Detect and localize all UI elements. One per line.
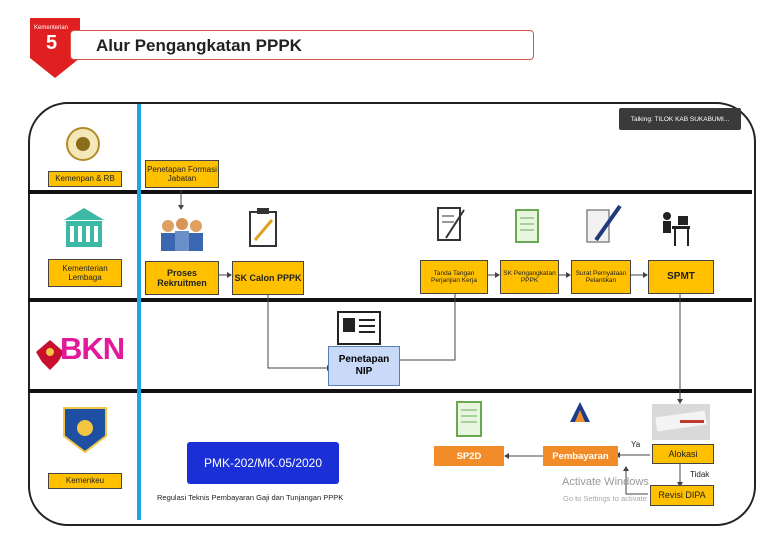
activate-windows-subtitle: Go to Settings to activate [563,494,647,503]
activate-windows-title: Activate Windows [562,476,649,488]
step-proses-rekruitmen: Proses Rekruitmen [145,261,219,295]
step-spmt: SPMT [648,260,714,294]
row-label-kemenkeu: Kemenkeu [48,473,122,489]
regulation-code: PMK-202/MK.05/2020 [187,442,339,484]
step-penetapan-formasi: Penetapan Formasi Jabatan [145,160,219,188]
header-badge-shape [30,18,80,78]
bkn-logo-text: BKN [60,331,125,366]
page-title: Alur Pengangkatan PPPK [96,36,302,55]
row-label-kementerian: Kementerian Lembaga [48,259,122,287]
decision-no-label: Tidak [690,470,710,479]
step-penetapan-nip: Penetapan NIP [328,346,400,386]
row-label-kemenpan: Kemenpan & RB [48,171,122,187]
talking-indicator: Talking: TILOK KAB SUKABUMI... [619,108,741,130]
step-tanda-tangan: Tanda Tangan Perjanjian Kerja [420,260,488,294]
step-sk-pengangkatan: SK Pengangkatan PPPK [500,260,559,294]
row-divider [28,190,752,194]
row-divider [28,389,752,393]
step-alokasi: Alokasi [652,444,714,464]
step-sp2d: SP2D [434,446,504,466]
header-number: 5 [46,32,58,54]
header-title-bar [70,30,534,60]
step-revisi-dipa: Revisi DIPA [650,485,714,506]
step-sk-calon: SK Calon PPPK [232,261,304,295]
regulation-caption: Regulasi Teknis Pembayaran Gaji dan Tunj… [157,493,344,502]
decision-yes-label: Ya [631,440,641,449]
step-surat-pernyataan: Surat Pernyataan Pelantikan [571,260,631,294]
header-small-label: Kementerian [34,25,69,31]
column-divider [137,104,141,520]
row-divider [28,298,752,302]
step-pembayaran: Pembayaran [543,446,618,466]
